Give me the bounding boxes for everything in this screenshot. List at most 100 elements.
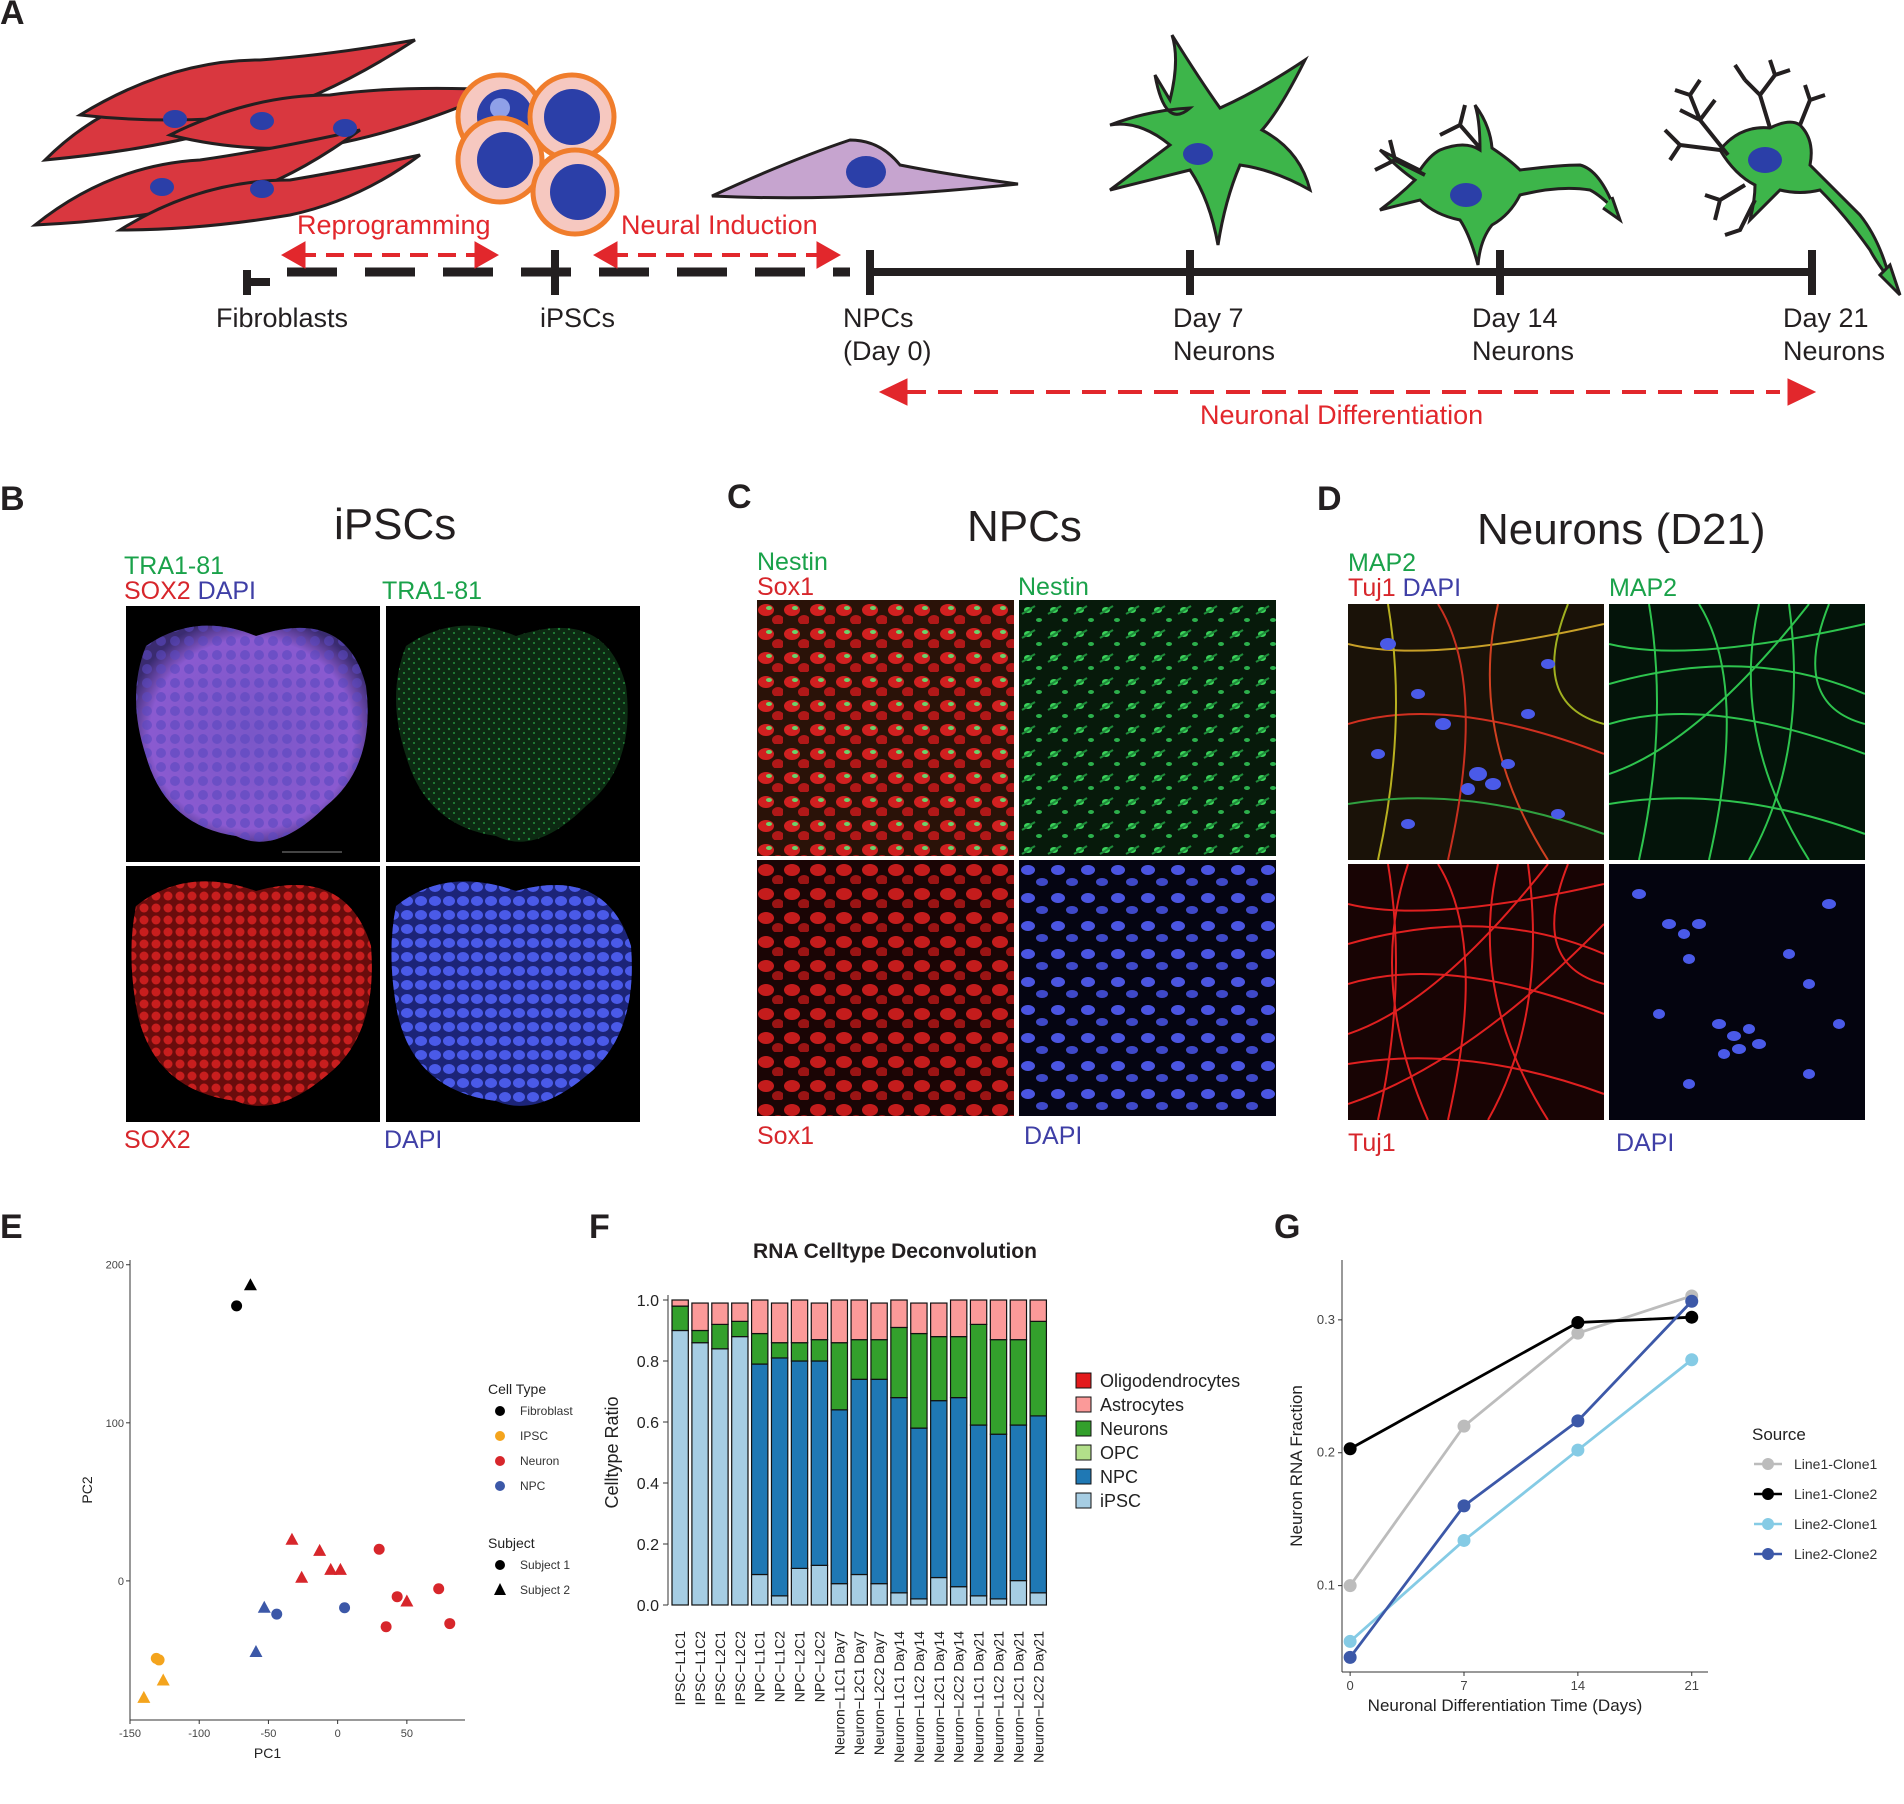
f-bar-segment [731,1335,749,1606]
timeline-label-npcs: NPCs(Day 0) [843,303,932,366]
e-y-tick-label: 100 [106,1418,124,1430]
f-bar-segment [711,1348,729,1606]
f-bar-segment [1029,1320,1048,1417]
f-bar-segment [910,1332,928,1429]
f-legend-swatch [1075,1372,1092,1389]
g-x-tick-label: 7 [1460,1678,1467,1693]
f-bar-segment [810,1360,829,1566]
f-bar-segment [691,1342,709,1606]
g-y-tick-label: 0.1 [1317,1578,1335,1593]
f-bar-segment [989,1299,1008,1341]
g-series-point [1343,1650,1357,1664]
f-bar-segment [949,1335,968,1399]
f-bar-segment [890,1397,908,1594]
panel-d-title: Neurons (D21) [1477,505,1766,554]
f-bar-segment [790,1342,809,1362]
e-legend-marker [495,1456,505,1466]
day7-neuron-illustration [1109,34,1313,246]
f-bar-segment [830,1299,849,1344]
e-y-axis-label: PC2 [79,1476,95,1503]
panel-b-br-label: DAPI [384,1126,443,1154]
e-point [444,1618,456,1630]
e-point [243,1278,257,1291]
panel-a-timeline [30,34,1902,406]
e-point [295,1570,309,1583]
e-legend-label: IPSC [520,1429,548,1443]
f-x-tick-label: Neuron−L2C1 Day21 [1010,1631,1026,1763]
e-point [433,1583,445,1595]
timeline-label-ipscs: iPSCs [540,303,616,333]
g-series-point [1343,1634,1357,1648]
npc-nestin-image [1019,600,1276,856]
panel-d-merge-label-map2: MAP2 [1348,549,1417,577]
panel-letter-e: E [0,1208,23,1246]
panel-letter-f: F [589,1208,610,1246]
e-point [324,1562,338,1575]
neuron-map2-image [1609,604,1865,860]
f-bar-segment [870,1378,888,1585]
panel-c-br-label: DAPI [1024,1122,1083,1150]
f-x-tick-label: Neuron−L2C2 Day14 [951,1631,967,1763]
f-legend-label: OPC [1100,1443,1139,1463]
f-x-tick-label: NPC−L1C1 [752,1631,768,1702]
fibroblast-cells-illustration [30,38,501,232]
e-legend-subject-title: Subject [488,1535,535,1551]
g-series-line [1348,1294,1693,1587]
f-x-tick-label: Neuron−L2C2 Day7 [871,1631,887,1755]
f-x-tick-label: NPC−L1C2 [772,1631,788,1702]
f-bar-segment [770,1595,789,1606]
f-x-tick-label: Neuron−L2C2 Day21 [1030,1631,1046,1763]
e-legend-label: NPC [520,1479,546,1493]
f-bar-segment [810,1339,829,1362]
neuron-tuj1-image [1348,864,1604,1120]
g-series-point [1457,1499,1471,1513]
g-legend-marker [1762,1488,1774,1500]
f-x-tick-label: Neuron−L1C1 Day14 [891,1631,907,1763]
f-x-tick-label: NPC−L2C2 [811,1631,827,1702]
f-bar-segment [790,1360,809,1569]
e-legend-marker [495,1560,505,1570]
f-x-tick-label: Neuron−L1C2 Day14 [911,1631,927,1763]
e-point [137,1690,151,1703]
g-series-point [1457,1533,1471,1547]
f-legend-swatch [1075,1396,1092,1413]
f-x-tick-label: Neuron−L1C2 Day21 [990,1631,1006,1763]
g-series-point [1685,1353,1699,1367]
e-legend-marker [495,1481,505,1491]
g-series-point [1343,1579,1357,1593]
g-legend-marker [1762,1548,1774,1560]
f-bar-segment [949,1299,968,1338]
panel-c-merge-label-sox1: Sox1 [757,573,814,601]
panel-letter-d: D [1317,480,1342,518]
f-bar-segment [969,1299,988,1325]
f-bar-segment [790,1567,809,1606]
f-bar-segment [671,1299,689,1307]
f-bar-segment [989,1598,1008,1606]
f-bar-segment [910,1302,928,1335]
f-bar-segment [830,1409,849,1585]
f-x-tick-label: Neuron−L2C1 Day14 [931,1631,947,1763]
g-x-tick-label: 14 [1571,1678,1585,1693]
f-bar-segment [890,1592,908,1606]
panel-c-title: NPCs [967,502,1082,551]
f-x-tick-label: Neuron−L2C1 Day7 [851,1631,867,1755]
ipsc-dapi-image [386,866,640,1122]
e-point [249,1645,263,1658]
f-bar-segment [989,1339,1008,1435]
e-point [313,1543,327,1556]
g-series-point [1571,1326,1585,1340]
f-bar-segment [810,1302,829,1341]
ipsc-tra181-image [386,606,640,862]
f-bar-segment [830,1583,849,1606]
tuj1-label: Tuj1 [1348,574,1396,602]
g-legend-label: Line1-Clone1 [1794,1456,1877,1472]
f-bar-segment [890,1326,908,1399]
f-y-axis-label: Celltype Ratio [602,1396,622,1508]
f-x-tick-label: Neuron−L1C1 Day7 [831,1631,847,1755]
f-bar-segment [691,1302,709,1332]
e-x-tick-label: 0 [335,1728,341,1740]
neural-induction-label: Neural Induction [621,210,818,240]
ipsc-merge-image [126,606,380,862]
f-bar-segment [910,1427,928,1600]
